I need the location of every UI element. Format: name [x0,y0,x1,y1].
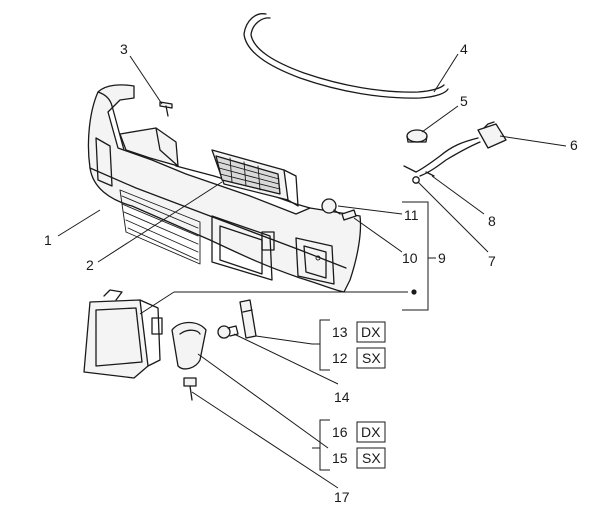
bulb-part [321,198,341,215]
callout-14: 14 [334,389,350,405]
variant-group-16-15: 16 DX 15 SX [332,421,386,469]
callout-17: 17 [334,489,350,505]
small-screw-part [425,171,435,177]
callout-1: 1 [44,232,52,248]
callout-8: 8 [488,213,496,229]
callout-3: 3 [120,41,128,57]
callout-15: 15 [332,450,348,466]
callout-labels: 1 2 3 4 5 6 7 8 9 10 11 14 17 [44,41,578,505]
callout-7: 7 [488,253,496,269]
side-marker-part [239,299,257,339]
variant-box-13 [356,321,386,343]
indicator-lens-part [171,321,207,370]
leader-lines [57,53,567,489]
callout-9: 9 [438,250,446,266]
callout-10: 10 [402,250,418,266]
callout-5: 5 [460,93,468,109]
bumper-body-part [87,84,362,293]
variant-box-12 [356,347,386,369]
callout-16: 16 [332,424,348,440]
callout-2: 2 [86,257,94,273]
wiring-harness-part [403,121,507,177]
variant-box-15 [356,447,386,469]
indicator-bulb-part [217,325,239,339]
callout-13: 13 [332,324,348,340]
socket-part [341,209,357,221]
callout-11: 11 [404,207,419,223]
clip-part [406,129,428,143]
bolt-part [183,377,197,401]
callout-4: 4 [460,41,468,57]
variant-box-16 [356,421,386,443]
callout-6: 6 [570,137,578,153]
screw-part [159,101,173,117]
variant-16-dx: DX [361,424,381,440]
variant-group-13-12: 13 DX 12 SX [332,321,386,369]
variant-12-sx: SX [362,350,381,366]
headlamp-part [83,289,163,379]
grille-insert-part [211,149,299,207]
variant-13-dx: DX [361,324,381,340]
seal-strip-part [243,13,449,99]
reference-dot [411,289,417,295]
variant-15-sx: SX [362,450,381,466]
washer-part [412,176,420,184]
callout-12: 12 [332,350,348,366]
